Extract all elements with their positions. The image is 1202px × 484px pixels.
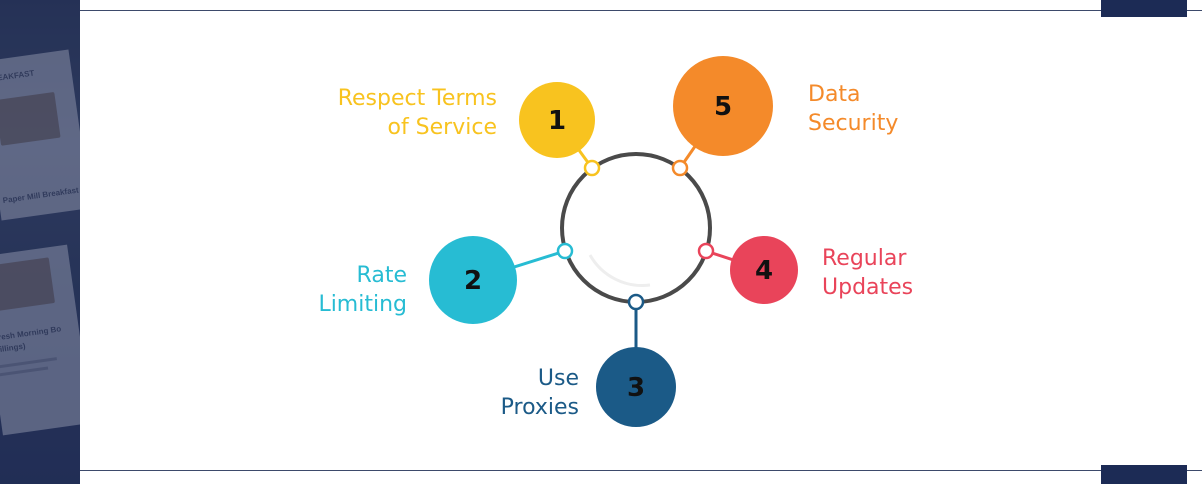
bottom-divider <box>80 470 1202 471</box>
step-1-ring-dot <box>583 159 601 177</box>
step-2-number: 2 <box>464 266 482 296</box>
bottom-corner-tab <box>1101 465 1187 484</box>
step-3-ring-dot <box>627 293 645 311</box>
step-1-caption-line2: of Service <box>387 115 497 140</box>
side-photo-image: BREAKFAST Paper Mill Breakfast Fresh Mor… <box>0 0 80 484</box>
step-3-caption: Use Proxies <box>480 364 579 422</box>
step-5-number: 5 <box>714 92 732 122</box>
top-divider <box>80 10 1202 11</box>
ring-inner-shadow <box>588 254 651 287</box>
step-4-caption: Regular Updates <box>822 244 913 302</box>
step-3-circle <box>596 347 676 427</box>
step-4-caption-line1: Regular <box>822 246 907 271</box>
step-3-caption-line2: Proxies <box>500 395 579 420</box>
step-1-caption: Respect Terms of Service <box>330 84 497 142</box>
step-5-caption-line2: Security <box>808 111 899 136</box>
step-2-caption: Rate Limiting <box>300 261 407 319</box>
step-3-number: 3 <box>627 373 645 403</box>
step-2-circle <box>429 236 517 324</box>
step-5-circle <box>673 56 773 156</box>
step-5-caption-line1: Data <box>808 82 861 107</box>
central-ring <box>560 152 712 304</box>
top-corner-tab <box>1101 0 1187 17</box>
step-1-caption-line1: Respect Terms <box>337 86 497 111</box>
step-2-ring-dot <box>556 242 574 260</box>
step-3-caption-line1: Use <box>537 366 579 391</box>
side-photo-tint <box>0 0 80 484</box>
step-5-ring-dot <box>671 159 689 177</box>
step-2-caption-line1: Rate <box>356 263 407 288</box>
step-4-caption-line2: Updates <box>822 275 914 300</box>
step-5-caption: Data Security <box>808 80 898 138</box>
step-4-circle <box>730 236 798 304</box>
step-4-ring-dot <box>697 242 715 260</box>
step-2-caption-line2: Limiting <box>318 292 407 317</box>
step-4-number: 4 <box>755 256 773 286</box>
step-1-number: 1 <box>548 106 566 136</box>
step-1-circle <box>519 82 595 158</box>
